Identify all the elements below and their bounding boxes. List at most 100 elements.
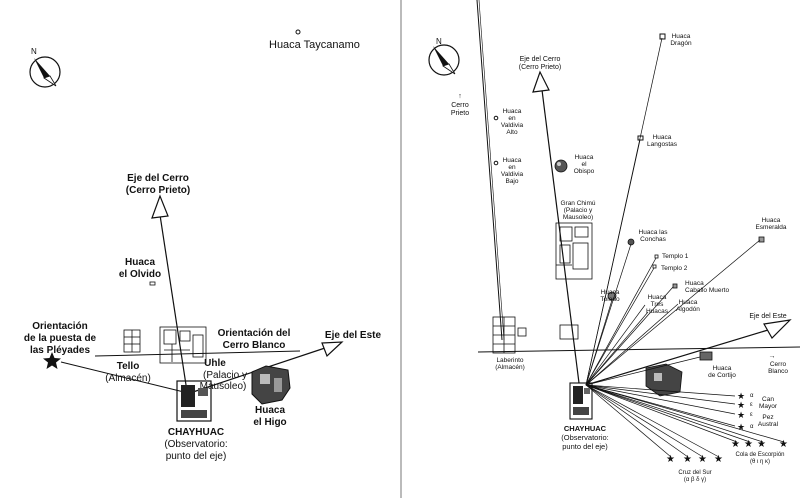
uhle-structure — [159, 326, 207, 364]
chayhuac-structure-left — [176, 380, 212, 422]
obispo-label-1: Huaca — [575, 154, 594, 161]
eje-cerro-label-left-1: Eje del Cerro — [127, 173, 189, 184]
star-greek-3: ε — [750, 412, 753, 418]
star-scorpion-iota: ★ — [744, 439, 753, 450]
eje-este-arrow-left — [321, 341, 344, 358]
uhle-label-3: Mausoleo) — [200, 381, 247, 392]
laberinto-structure — [492, 316, 527, 354]
templo2-marker — [652, 264, 657, 269]
star-cruz-delta: ★ — [698, 454, 707, 465]
chayhuac-label-right-1: CHAYHUAC — [564, 424, 607, 433]
valdivia-alto-label-4: Alto — [506, 129, 518, 136]
eje-cerro-arrow-left — [151, 194, 169, 219]
conchas-label-2: Conchas — [640, 236, 666, 243]
road-line-1 — [476, 0, 503, 341]
templo1-marker — [654, 254, 659, 259]
star-scorpion-eta: ★ — [757, 439, 766, 450]
dragon-label-1: Huaca — [672, 33, 691, 40]
gran-chimu-label-1: Gran Chimú — [560, 200, 595, 207]
alignment-rays — [585, 37, 785, 458]
chayhuac-structure-right — [569, 382, 593, 420]
cortijo-label-1: Huaca — [713, 365, 732, 372]
gran-chimu-label-3: Mausoleo) — [563, 214, 593, 221]
star-greek-4: α — [750, 424, 754, 430]
langostas-label-1: Huaca — [653, 134, 672, 141]
eje-cerro-label-left-2: (Cerro Prieto) — [126, 185, 190, 196]
toledo-label-1: Huaca — [601, 289, 620, 296]
templo2-label: Templo 2 — [661, 265, 688, 272]
star-greek-1: α — [750, 393, 754, 399]
eje-este-arrow-right — [763, 319, 792, 339]
star-scorpion-kappa: ★ — [779, 439, 788, 450]
uhle-label-2: (Palacio y — [203, 370, 247, 381]
tello-structure — [123, 329, 141, 353]
star-cruz-beta: ★ — [683, 454, 692, 465]
chayhuac-label-right-2: (Observatorio: — [561, 433, 609, 442]
esmeralda-marker — [758, 236, 765, 243]
tres-huacas-label-3: Huacas — [646, 308, 669, 315]
laberinto-label-2: (Almacén) — [495, 364, 525, 371]
huaca-olvido-label-1: Huaca — [125, 257, 155, 268]
pleyades-star — [43, 352, 61, 369]
eje-cerro-axis-right — [541, 89, 580, 384]
compass-left: N — [29, 47, 61, 88]
algodon-label-2: Algodón — [676, 306, 700, 313]
valdivia-bajo-label-4: Bajo — [505, 178, 518, 185]
dragon-marker — [659, 33, 666, 40]
right-map: N ↑ Cerro Prieto Eje del Cerro (Cerro Pr… — [428, 0, 800, 483]
obispo-structure — [554, 159, 568, 173]
valdivia-bajo-label-2: en — [508, 164, 516, 171]
huaca-higo-label-1: Huaca — [255, 405, 285, 416]
cola-escorpion-label-1: Cola de Escorpión — [735, 452, 784, 458]
cerro-prieto-arrow-icon: ↑ — [458, 93, 462, 100]
caballo-muerto-label-1: Huaca — [685, 280, 704, 287]
cruz-sur-label-1: Cruz del Sur — [678, 470, 711, 476]
cortijo-marker — [699, 351, 713, 361]
valdivia-alto-label-1: Huaca — [503, 108, 522, 115]
obispo-label-2: el — [581, 161, 587, 168]
gran-chimu-label-2: (Palacio y — [564, 207, 593, 214]
algodon-label-1: Huaca — [679, 299, 698, 306]
can-mayor-label-2: Mayor — [759, 403, 778, 410]
cruz-sur-stars: ★ ★ ★ ★ — [666, 454, 723, 465]
cola-escorpion-label-2: (θ ι η κ) — [750, 459, 770, 465]
left-map: N Huaca Taycanamo Eje del Cerro (Cerro P… — [24, 29, 382, 462]
huaca-olvido-label-2: el Olvido — [119, 269, 161, 280]
pleyades-line — [60, 361, 189, 394]
central-small-structure — [559, 324, 579, 340]
eje-este-label-right: Eje del Este — [749, 313, 786, 320]
chayhuac-label-left-2: (Observatorio: — [164, 439, 227, 450]
cerro-blanco-line-right — [477, 346, 800, 353]
orientacion-pleyades-label-3: las Pléyades — [30, 345, 90, 356]
gran-chimu-structure — [555, 222, 593, 280]
orientacion-cerro-blanco-label-1: Orientación del — [218, 328, 291, 339]
star-markers-right: ★ ★ ★ ★ — [737, 391, 745, 432]
cerro-blanco-line-left — [94, 350, 301, 357]
star-pez-austral-epsilon: ★ — [737, 410, 745, 420]
huaca-higo-structure — [251, 365, 291, 405]
tello-label-2: (Almacén) — [105, 373, 151, 384]
valdivia-alto-marker — [493, 115, 499, 121]
orientacion-pleyades-label-1: Orientación — [32, 321, 88, 332]
valdivia-bajo-marker — [493, 160, 499, 166]
toledo-label-2: Toledo — [600, 296, 620, 303]
star-can-mayor-epsilon: ★ — [737, 400, 745, 410]
obispo-label-3: Obispo — [574, 168, 595, 175]
templo1-label: Templo 1 — [662, 253, 689, 260]
taycanamo-marker — [295, 29, 301, 35]
chayhuac-label-left-3: punto del eje) — [166, 451, 227, 462]
cerro-prieto-label-1: Cerro — [451, 102, 469, 109]
eje-este-axis-right — [585, 329, 769, 386]
tres-huacas-label-1: Huaca — [648, 294, 667, 301]
huaca-olvido-marker — [149, 281, 156, 286]
can-mayor-label-1: Can — [762, 396, 774, 403]
pez-austral-label-2: Austral — [758, 421, 779, 428]
conchas-label-1: Huaca las — [639, 229, 669, 236]
caballo-muerto-marker — [672, 283, 678, 289]
dragon-label-2: Dragón — [670, 40, 692, 47]
scorpion-stars: ★ ★ ★ ★ — [731, 439, 788, 450]
star-pez-austral-alpha: ★ — [737, 422, 745, 432]
huaca-taycanamo-label: Huaca Taycanamo — [269, 39, 360, 51]
cerro-blanco-label-1: Cerro — [770, 361, 787, 368]
